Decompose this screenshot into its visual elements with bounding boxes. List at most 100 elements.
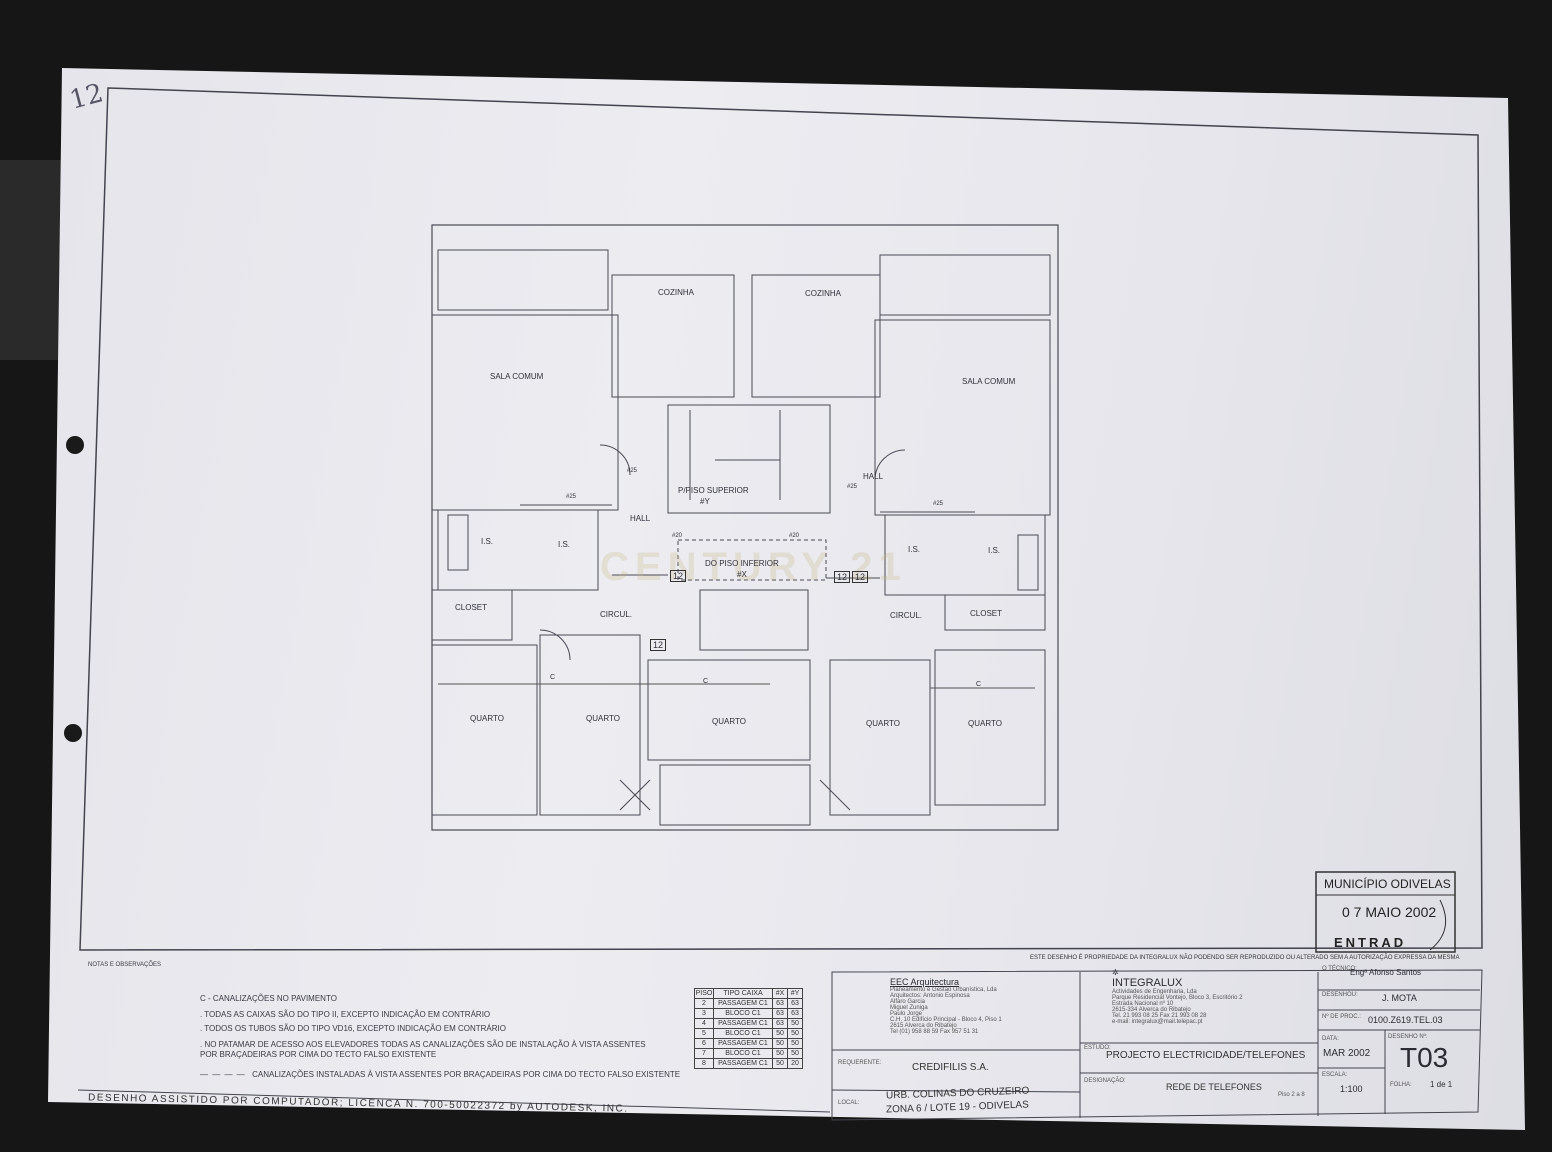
- watermark: CENTURY 21: [600, 545, 907, 589]
- proc-value: 0100.Z619.TEL.03: [1368, 1015, 1443, 1025]
- table-cell: 7: [694, 1048, 714, 1059]
- address-line: Estrada Nacional nº 10: [1112, 1001, 1174, 1007]
- data-label: DATA:: [1322, 1036, 1339, 1042]
- integralux-logo-icon: ✲: [1112, 968, 1119, 977]
- designacao-label: DESIGNAÇÃO:: [1084, 1078, 1126, 1084]
- table-cell: BLOCO C1: [713, 1008, 773, 1019]
- table-cell: BLOCO C1: [713, 1028, 773, 1039]
- requerente-value: CREDIFILIS S.A.: [912, 1062, 989, 1073]
- table-cell: 50: [772, 1058, 788, 1069]
- note-line: . TODOS OS TUBOS SÃO DO TIPO VD16, EXCEP…: [200, 1024, 506, 1033]
- conduit-label: C: [703, 678, 709, 685]
- table-cell: 20: [787, 1058, 803, 1069]
- sheet-border: [79, 87, 1483, 951]
- requerente-label: REQUERENTE:: [838, 1060, 882, 1066]
- room-label: QUARTO: [968, 719, 1002, 728]
- address-line: e-mail: integralux@mail.telepac.pt: [1112, 1019, 1203, 1025]
- address-line: 2615-334 Alverca do Ribatejo: [1112, 1007, 1191, 1013]
- room-label: QUARTO: [866, 719, 900, 728]
- junction-box: 12: [650, 639, 667, 651]
- room-label: QUARTO: [712, 717, 746, 726]
- room-label: COZINHA: [658, 288, 694, 297]
- pipe-label: #25: [627, 468, 638, 474]
- table-cell: 4: [694, 1018, 714, 1029]
- room-label: CIRCUL.: [890, 611, 923, 620]
- architect-sub: Planeamento e Gestão Urbanística, Lda: [890, 987, 997, 993]
- table-cell: PASSAGEM C1: [713, 1038, 773, 1049]
- table-cell: TIPO CAIXA: [713, 988, 773, 999]
- junction-box: 12: [852, 571, 869, 583]
- desenho-label: DESENHO Nº:: [1388, 1034, 1428, 1040]
- floor-plan: [431, 224, 1059, 831]
- property-notice: ESTE DESENHO É PROPRIEDADE DA INTEGRALUX…: [1030, 955, 1460, 961]
- table-cell: 50: [787, 1038, 803, 1049]
- note-text: CANALIZAÇÕES INSTALADAS À VISTA ASSENTES…: [252, 1070, 681, 1079]
- address-line: C.H. 10 Edifício Principal - Bloco 4, Pi…: [890, 1017, 1002, 1023]
- table-cell: 50: [787, 1028, 803, 1039]
- table-cell: 6: [694, 1038, 714, 1049]
- room-label: CLOSET: [455, 603, 488, 612]
- address-line: 2615 Alverca do Ribatejo: [890, 1023, 957, 1029]
- room-label: CLOSET: [970, 609, 1003, 618]
- room-label: #X: [737, 570, 747, 579]
- room-label: I.S.: [481, 537, 494, 546]
- architect-block: EEC Arquitectura Planeamento e Gestão Ur…: [890, 977, 1002, 1035]
- table-cell: 63: [787, 998, 803, 1009]
- table-cell: #Y: [787, 988, 803, 999]
- table-cell: PASSAGEM C1: [713, 998, 773, 1009]
- local-label: LOCAL:: [838, 1100, 860, 1106]
- room-label: P/PISO SUPERIOR: [678, 486, 749, 495]
- address-line: Tel (01) 958 88 59 Fax 957 51 31: [890, 1029, 979, 1035]
- proc-label: Nº DE PROC.:: [1322, 1014, 1361, 1020]
- table-cell: #X: [772, 988, 788, 999]
- stamp-entry: ENTRAD: [1334, 935, 1407, 950]
- note-line: . NO PATAMAR DE ACESSO AOS ELEVADORES TO…: [200, 1040, 646, 1049]
- address-line: Miguel Zuniga: [890, 1005, 928, 1011]
- table-cell: 50: [787, 1048, 803, 1059]
- tecnico-label: O TÉCNICO:: [1322, 966, 1357, 972]
- engineer-name: INTEGRALUX: [1112, 977, 1183, 989]
- room-label: I.S.: [908, 545, 921, 554]
- room-label: COZINHA: [805, 289, 841, 298]
- piso-range: Piso 2 a 8: [1278, 1092, 1305, 1098]
- stamp-frame: [1315, 871, 1456, 953]
- room-label: SALA COMUM: [962, 377, 1016, 386]
- table-cell: PASSAGEM C1: [713, 1018, 773, 1029]
- folha-label: FOLHA:: [1390, 1082, 1412, 1088]
- table-cell: BLOCO C1: [713, 1048, 773, 1059]
- desenhou-value: J. MOTA: [1382, 993, 1417, 1003]
- room-label: I.S.: [988, 546, 1001, 555]
- table-cell: 5: [694, 1028, 714, 1039]
- pipe-label: #25: [566, 494, 577, 500]
- conduit-label: C: [976, 681, 982, 688]
- desenho-number: T03: [1400, 1042, 1449, 1073]
- address-line: Arquitectos: Antonio Espinosa: [890, 993, 970, 999]
- note-line-dashed: — — — — CANALIZAÇÕES INSTALADAS À VISTA …: [200, 1070, 681, 1079]
- note-line: . TODAS AS CAIXAS SÃO DO TIPO II, EXCEPT…: [200, 1010, 491, 1019]
- room-label: HALL: [630, 514, 651, 523]
- table-cell: PISO: [694, 988, 714, 999]
- table-cell: 3: [694, 1008, 714, 1019]
- address-line: Alfaro Garcia: [890, 999, 926, 1005]
- tecnico-value: Engª Afonso Santos: [1350, 968, 1422, 977]
- table-cell: 8: [694, 1058, 714, 1069]
- pipe-label: #20: [672, 533, 683, 539]
- data-value: MAR 2002: [1323, 1048, 1371, 1059]
- pipe-label: #20: [789, 533, 800, 539]
- table-cell: 63: [772, 1008, 788, 1019]
- note-line: C - CANALIZAÇÕES NO PAVIMENTO: [200, 994, 337, 1003]
- engineer-sub: Actividades de Engenharia, Lda: [1112, 989, 1197, 995]
- engineer-block: ✲ INTEGRALUX Actividades de Engenharia, …: [1112, 968, 1242, 1025]
- pipe-label: #25: [933, 501, 944, 507]
- table-cell: 63: [787, 1008, 803, 1019]
- room-label: I.S.: [558, 540, 571, 549]
- escala-value: 1:100: [1340, 1084, 1363, 1094]
